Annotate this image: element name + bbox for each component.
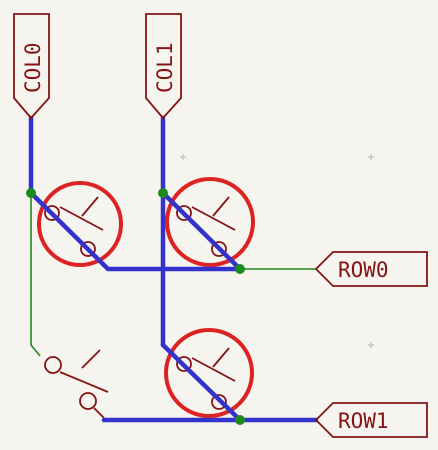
label-col0[interactable]: COL0 [13, 13, 50, 120]
bus-col1-diag-row1 [160, 342, 243, 423]
wires [30, 193, 316, 357]
junction-dot [235, 264, 245, 274]
switch-actuator [212, 196, 230, 217]
switch-contact [44, 356, 62, 374]
bus-col0-to-row0 [28, 190, 243, 272]
switch-actuator [93, 407, 105, 419]
label-row1[interactable]: ROW1 [314, 402, 428, 438]
switch-contact [44, 205, 60, 221]
switch-contact [211, 241, 227, 257]
label-row0-frame [314, 251, 428, 287]
label-row0[interactable]: ROW0 [314, 251, 428, 287]
switch-actuator [81, 349, 101, 369]
label-col0-frame [13, 13, 50, 120]
label-col0-text: COL0 [21, 42, 45, 93]
junctions [26, 188, 245, 425]
switch-contact [211, 394, 227, 410]
junction-dot [26, 188, 36, 198]
switch-actuator [212, 347, 230, 368]
switch-actuator [81, 196, 99, 217]
label-row0-text: ROW0 [338, 258, 389, 282]
switch-contact [176, 205, 192, 221]
highlight-ring [165, 177, 255, 267]
label-row1-text: ROW1 [338, 409, 389, 433]
label-col1-frame [145, 13, 182, 120]
switch-actuator [191, 357, 236, 382]
switch-contact [79, 392, 97, 410]
switch-contact [176, 356, 192, 372]
switch-col1-row0[interactable] [165, 177, 255, 267]
switch-actuator [59, 206, 104, 231]
highlight-ring [37, 181, 123, 267]
highlight-ring [164, 328, 254, 418]
bus-lines [28, 115, 319, 423]
switch-col0-row0[interactable] [37, 181, 123, 267]
switch-col0-row1[interactable] [44, 349, 109, 419]
switch-actuator [59, 371, 109, 393]
switch-actuator [191, 206, 236, 231]
junction-dot [235, 415, 245, 425]
wire-col0-row1-switch [30, 344, 41, 357]
label-col1-text: COL1 [153, 42, 177, 93]
label-col1[interactable]: COL1 [145, 13, 182, 120]
switch-col1-row1[interactable] [164, 328, 254, 418]
junction-dot [158, 188, 168, 198]
grid-marks [180, 154, 374, 348]
label-row1-frame [314, 402, 428, 438]
switch-contact [80, 241, 96, 257]
bus-col1-diag-row0 [160, 190, 243, 272]
